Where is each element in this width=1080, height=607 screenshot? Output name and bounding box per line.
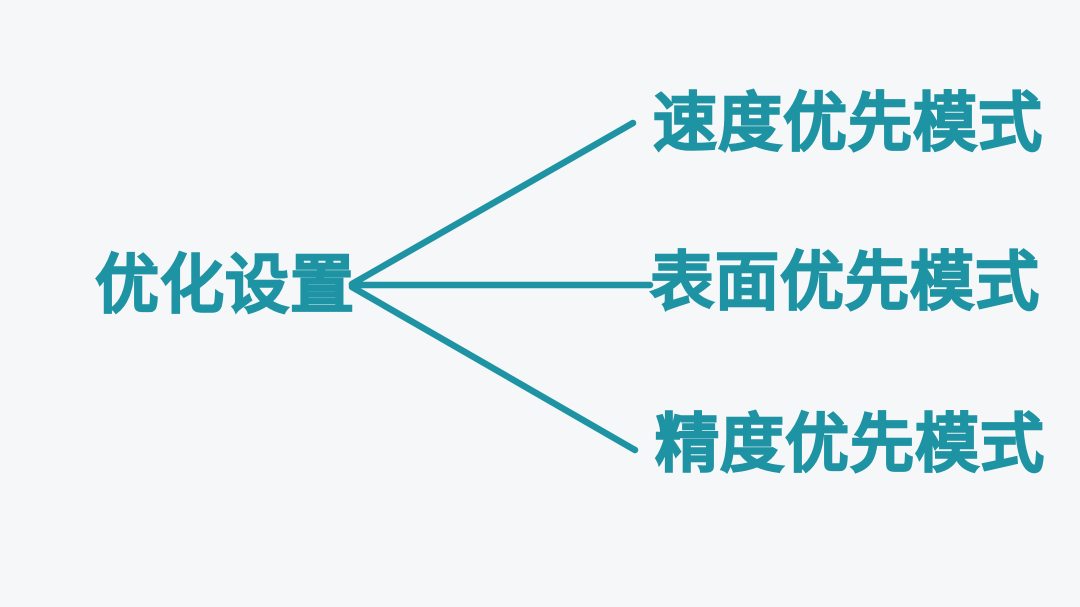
connector-line-top xyxy=(348,119,637,288)
branch-label-speed-priority: 速度优先模式 xyxy=(652,87,1043,159)
branch-label-precision-priority: 精度优先模式 xyxy=(654,408,1045,480)
root-node-label: 优化设置 xyxy=(94,249,355,321)
branch-label-surface-priority: 表面优先模式 xyxy=(649,246,1040,318)
connector-line-bottom xyxy=(348,283,639,454)
